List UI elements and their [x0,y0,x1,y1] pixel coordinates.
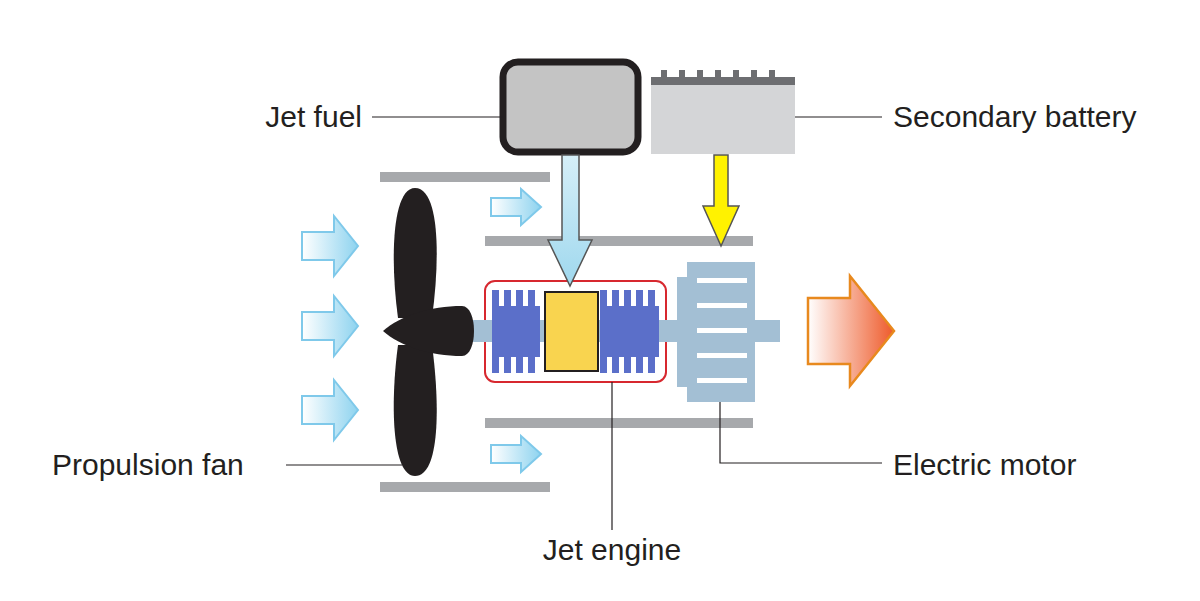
leader-line [286,117,882,530]
part-label: Propulsion fan [52,448,244,483]
thrust-arrow [808,276,894,386]
part-label: Electric motor [893,448,1076,483]
power-arrow [703,155,739,246]
part-label: Jet fuel [265,100,362,135]
propulsion-fan [383,188,474,476]
part-label: Jet engine [543,533,681,568]
battery [651,70,795,154]
part-label: Secondary battery [893,100,1136,135]
fuel-tank [503,62,638,152]
electric-motor [677,262,755,402]
fuel-arrow [548,155,592,286]
jet-engine [478,281,678,382]
